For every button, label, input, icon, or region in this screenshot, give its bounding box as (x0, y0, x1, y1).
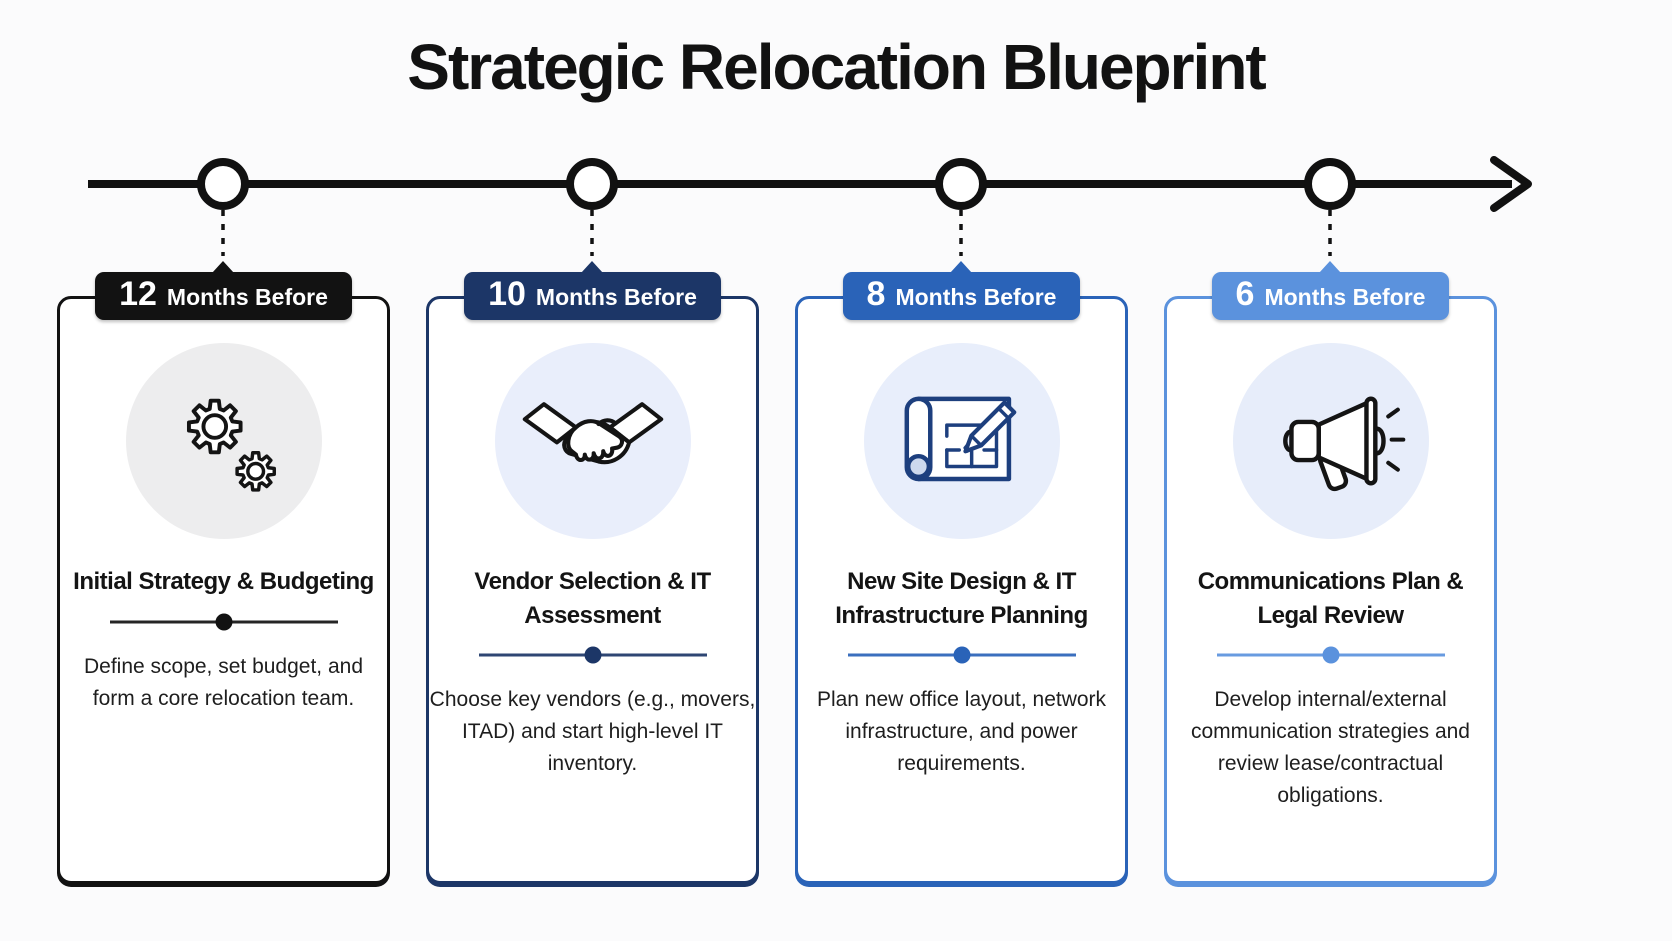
stage-description: Choose key vendors (e.g., movers, ITAD) … (429, 688, 756, 775)
stage-title: Communications Plan & Legal Review (1197, 568, 1464, 629)
stage-description: Plan new office layout, network infrastr… (816, 688, 1107, 775)
icon-circle (125, 343, 322, 539)
stage-card: Communications Plan & Legal Review Devel… (1164, 296, 1497, 884)
stage-card: New Site Design & IT Infrastructure Plan… (795, 296, 1128, 884)
divider (1216, 646, 1445, 664)
timeline-node (1304, 158, 1356, 210)
timeline-node (935, 158, 987, 210)
handshake-icon (522, 402, 663, 465)
page-title: Strategic Relocation Blueprint (407, 31, 1266, 103)
blueprint-icon (904, 396, 1016, 482)
icon-circle (863, 343, 1060, 539)
badge-label: Months Before (1264, 284, 1426, 310)
stage-column-8-months: 8 Months Before (795, 260, 1128, 884)
badge-number: 8 (866, 275, 886, 313)
divider (847, 646, 1076, 664)
stage-column-10-months: 10 Months Before Vendor Selec (426, 260, 759, 884)
divider (478, 646, 707, 664)
stage-card: Vendor Selection & IT Assessment Choose … (426, 296, 759, 884)
stage-description: Define scope, set budget, and form a cor… (83, 654, 364, 710)
badge-label: Months Before (535, 284, 697, 310)
icon-circle (1232, 343, 1429, 539)
stage-badge: 12 Months Before (95, 272, 352, 320)
badge-number: 12 (119, 275, 157, 313)
megaphone-icon (1282, 396, 1405, 492)
badge-label: Months Before (166, 284, 328, 310)
timeline-node (197, 158, 249, 210)
timeline-node (566, 158, 618, 210)
stage-badge: 10 Months Before (464, 272, 721, 320)
badge-number: 6 (1235, 275, 1255, 313)
gears-icon (186, 398, 276, 492)
badge-label: Months Before (895, 284, 1057, 310)
stage-cards-row: 12 Months Before I (0, 260, 1672, 884)
stage-column-6-months: 6 Months Before (1164, 260, 1497, 884)
stage-card: Initial Strategy & Budgeting Define scop… (57, 296, 390, 884)
stage-title: Vendor Selection & IT Assessment (474, 568, 711, 629)
timeline (88, 156, 1532, 256)
icon-circle (494, 343, 691, 539)
arrow-right-icon (1490, 156, 1532, 212)
stage-column-12-months: 12 Months Before I (57, 260, 390, 884)
stage-badge: 6 Months Before (1211, 272, 1450, 320)
stage-description: Develop internal/external communication … (1191, 688, 1470, 807)
divider (109, 613, 338, 631)
stage-title: Initial Strategy & Budgeting (73, 568, 374, 595)
stage-badge: 8 Months Before (842, 272, 1081, 320)
stage-title: New Site Design & IT Infrastructure Plan… (835, 568, 1088, 629)
badge-number: 10 (488, 275, 526, 313)
